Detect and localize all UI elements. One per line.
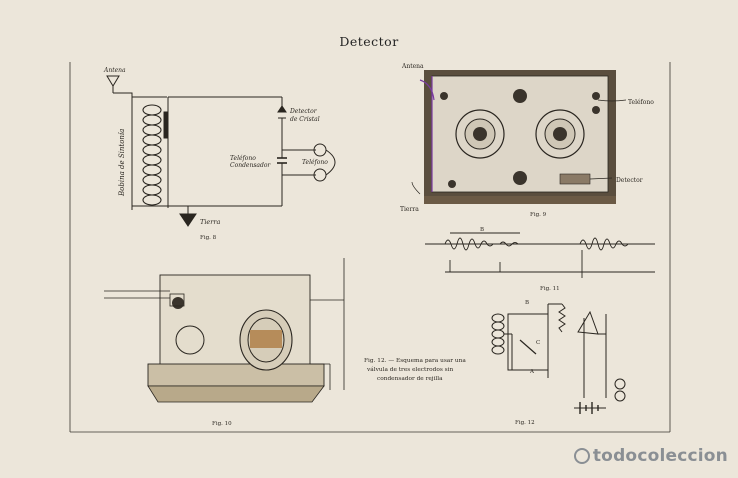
fig9-receiver-box <box>411 70 627 204</box>
fig8-antena-label: Antena <box>103 67 126 74</box>
watermark-text: todocoleccion <box>592 446 728 466</box>
fig9-telefono-label: Teléfono <box>628 99 654 106</box>
fig12-caption-line-2: válvula de tres electrodos sin <box>366 366 453 373</box>
fig12-label-a: A <box>529 369 535 375</box>
watermark-logo-icon <box>573 448 590 464</box>
fig8-detector-label-1: Detector <box>289 108 318 115</box>
fig8-tierra-label: Tierra <box>200 218 220 226</box>
fig8-condenser-label-1: Teléfono <box>230 155 256 162</box>
fig10-caption: Fig. 10 <box>212 421 232 427</box>
fig9-antena-label: Antena <box>401 63 424 70</box>
fig11-waveform <box>425 232 655 278</box>
fig8-telefono-label: Teléfono <box>302 159 328 166</box>
fig12-label-c: C <box>536 340 540 346</box>
fig8-circuit <box>106 75 336 227</box>
fig12-fig-label: Fig. 12 <box>515 420 535 426</box>
fig8-coil-label: Bobina de Sintonía <box>118 129 126 197</box>
frame-lines <box>69 62 671 433</box>
page-title: Detector <box>339 34 399 49</box>
fig8-condenser-label-2: Condensador <box>230 162 271 169</box>
fig9-caption: Fig. 9 <box>530 212 547 218</box>
fig11-caption: Fig. 11 <box>540 286 560 292</box>
fig11-label-b: B <box>480 227 484 233</box>
fig10-assembly <box>147 274 325 403</box>
fig12-label-b: B <box>525 300 529 306</box>
fig12-caption-line-1: Fig. 12. — Esquema para usar una <box>364 358 466 364</box>
fig12-caption-line-3: condensador de rejilla <box>377 376 443 382</box>
fig8-caption: Fig. 8 <box>200 235 217 241</box>
watermark: todocoleccion <box>573 446 728 466</box>
fig12-circuit <box>491 303 626 414</box>
fig10-wires <box>104 258 345 390</box>
fig9-tierra-label: Tierra <box>400 206 419 213</box>
tuning-coil <box>142 104 162 206</box>
fig9-detector-label: Detector <box>616 177 643 184</box>
fig12-coil <box>491 313 505 355</box>
fig8-detector-label-2: de Cristal <box>290 116 320 123</box>
